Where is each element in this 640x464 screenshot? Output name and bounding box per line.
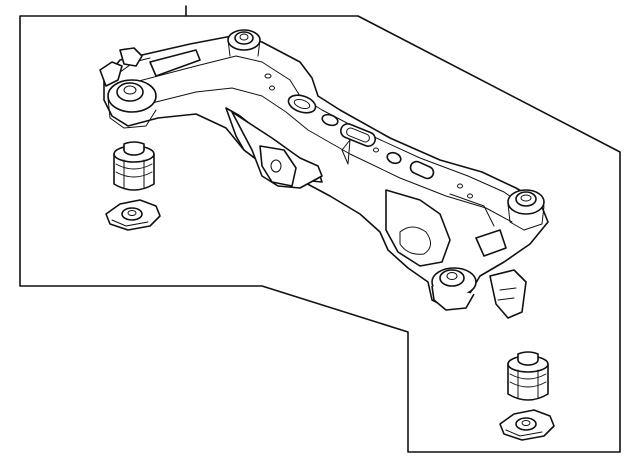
beam-openings: [264, 73, 473, 199]
mount-boss-right-lower: [431, 267, 477, 311]
bushing-bracket-right[interactable]: [499, 409, 555, 441]
mount-boss-left-end: [107, 79, 157, 129]
bushing-bracket-left[interactable]: [105, 199, 161, 231]
mount-boss-top-left: [227, 29, 261, 57]
rear-subframe-crossmember[interactable]: [99, 29, 549, 319]
subframe-bushing-right[interactable]: [507, 351, 549, 401]
subframe-bushing-left[interactable]: [113, 141, 155, 191]
mount-boss-right-upper: [507, 189, 545, 231]
group-boundary-outline: [19, 15, 621, 453]
